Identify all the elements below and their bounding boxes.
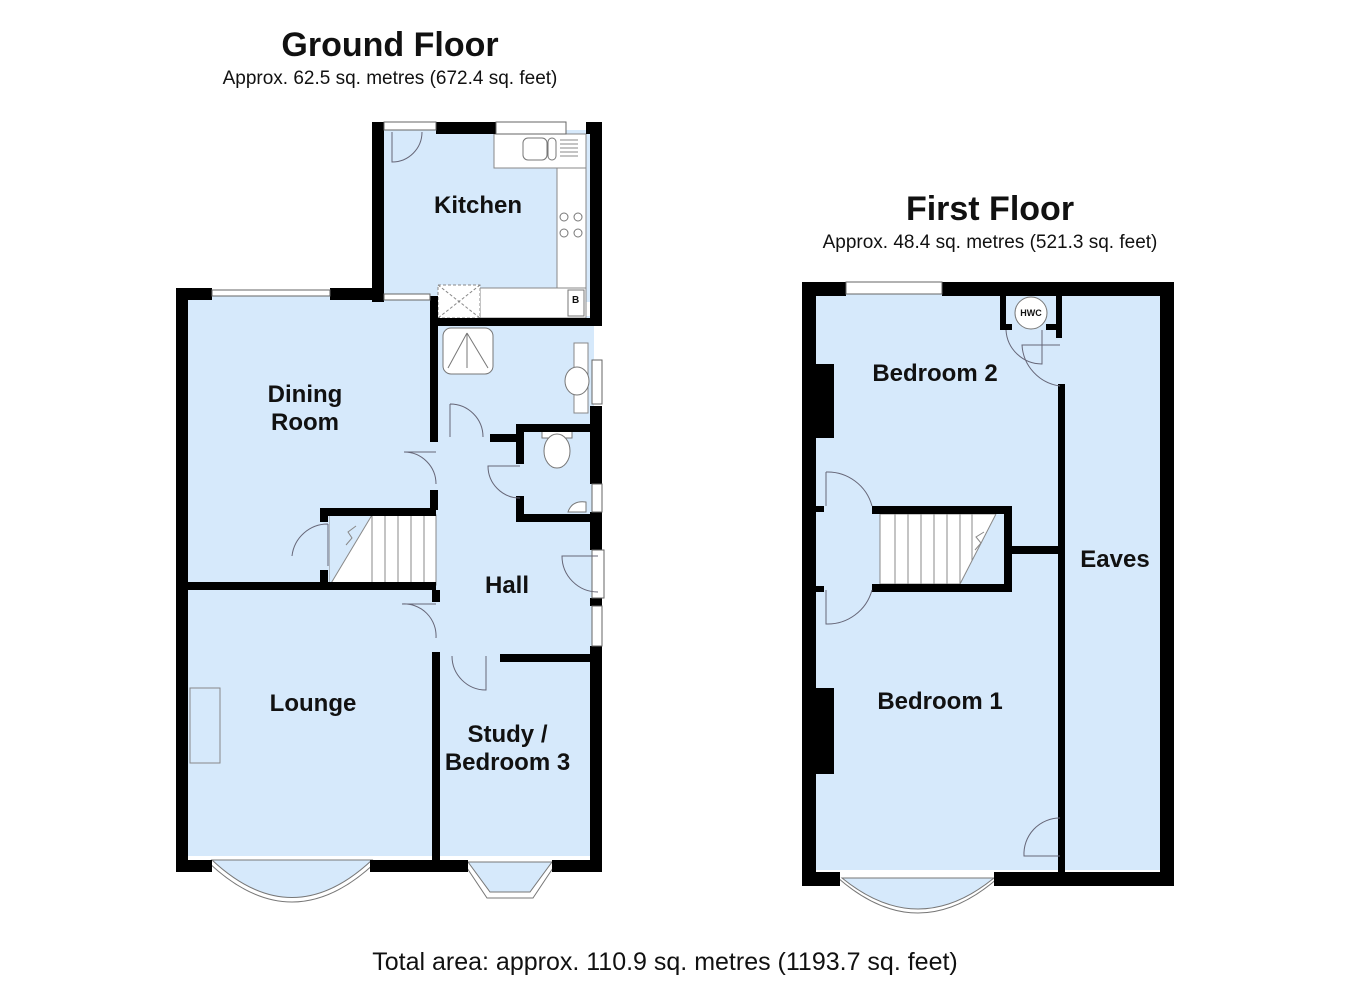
ground-floor-title: Ground Floor xyxy=(281,26,499,64)
ground-floor-plan xyxy=(176,121,605,903)
boiler-label: B xyxy=(572,295,580,306)
dining-room-line1: Dining xyxy=(267,381,343,408)
room-label-bedroom1: Bedroom 1 xyxy=(877,688,1003,715)
room-label-kitchen: Kitchen xyxy=(433,192,522,219)
room-label-bedroom2: Bedroom 2 xyxy=(872,360,998,387)
first-floor-plan xyxy=(802,281,1174,914)
room-label-hall: Hall xyxy=(484,572,529,599)
study-line1: Study / xyxy=(467,721,548,748)
room-label-lounge: Lounge xyxy=(269,690,357,717)
room-label-dining-room: Dining Room xyxy=(235,381,375,437)
study-line2: Bedroom 3 xyxy=(444,749,571,776)
total-area: Total area: approx. 110.9 sq. metres (11… xyxy=(372,948,958,976)
room-label-study-bedroom3: Study / Bedroom 3 xyxy=(430,721,585,777)
first-floor-area: Approx. 48.4 sq. metres (521.3 sq. feet) xyxy=(822,232,1158,253)
hwc-label: HWC xyxy=(1020,308,1042,318)
dining-room-line2: Room xyxy=(271,409,339,436)
ground-floor-area: Approx. 62.5 sq. metres (672.4 sq. feet) xyxy=(222,68,558,89)
room-label-eaves: Eaves xyxy=(1080,546,1150,573)
first-floor-title: First Floor xyxy=(905,190,1075,228)
